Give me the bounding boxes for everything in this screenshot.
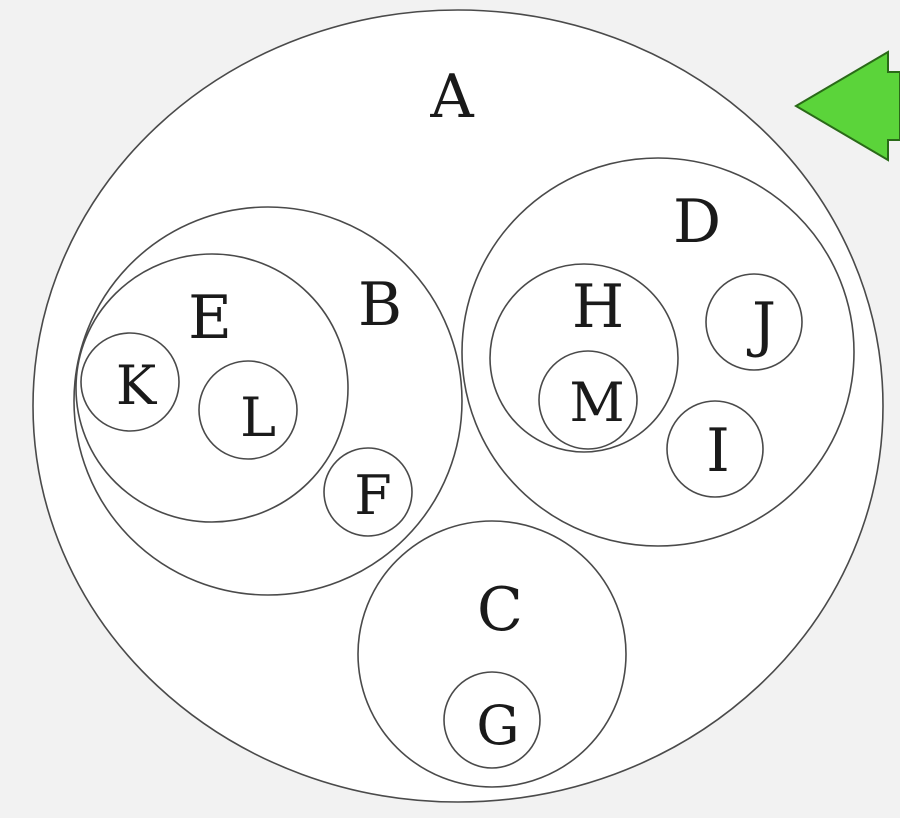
label-b: B [358, 270, 402, 340]
label-l: L [240, 386, 276, 449]
set-m [538, 350, 638, 450]
label-a: A [429, 62, 474, 132]
label-e: E [188, 283, 232, 353]
set-h [489, 263, 679, 453]
set-g [443, 671, 541, 769]
set-c [357, 520, 627, 788]
set-e [75, 253, 349, 523]
label-k: K [116, 354, 158, 417]
label-h: H [572, 272, 624, 342]
label-c: C [477, 575, 523, 645]
set-l [198, 360, 298, 460]
label-g: G [476, 694, 519, 757]
set-k [80, 332, 180, 432]
label-d: D [673, 187, 721, 257]
set-f [323, 447, 413, 537]
set-d [461, 157, 855, 547]
label-f: F [354, 464, 391, 527]
left-arrow-icon [794, 50, 900, 162]
set-i [666, 400, 764, 498]
label-i: I [706, 416, 730, 486]
set-j [705, 273, 803, 371]
set-b [73, 206, 463, 596]
label-m: M [569, 371, 624, 434]
